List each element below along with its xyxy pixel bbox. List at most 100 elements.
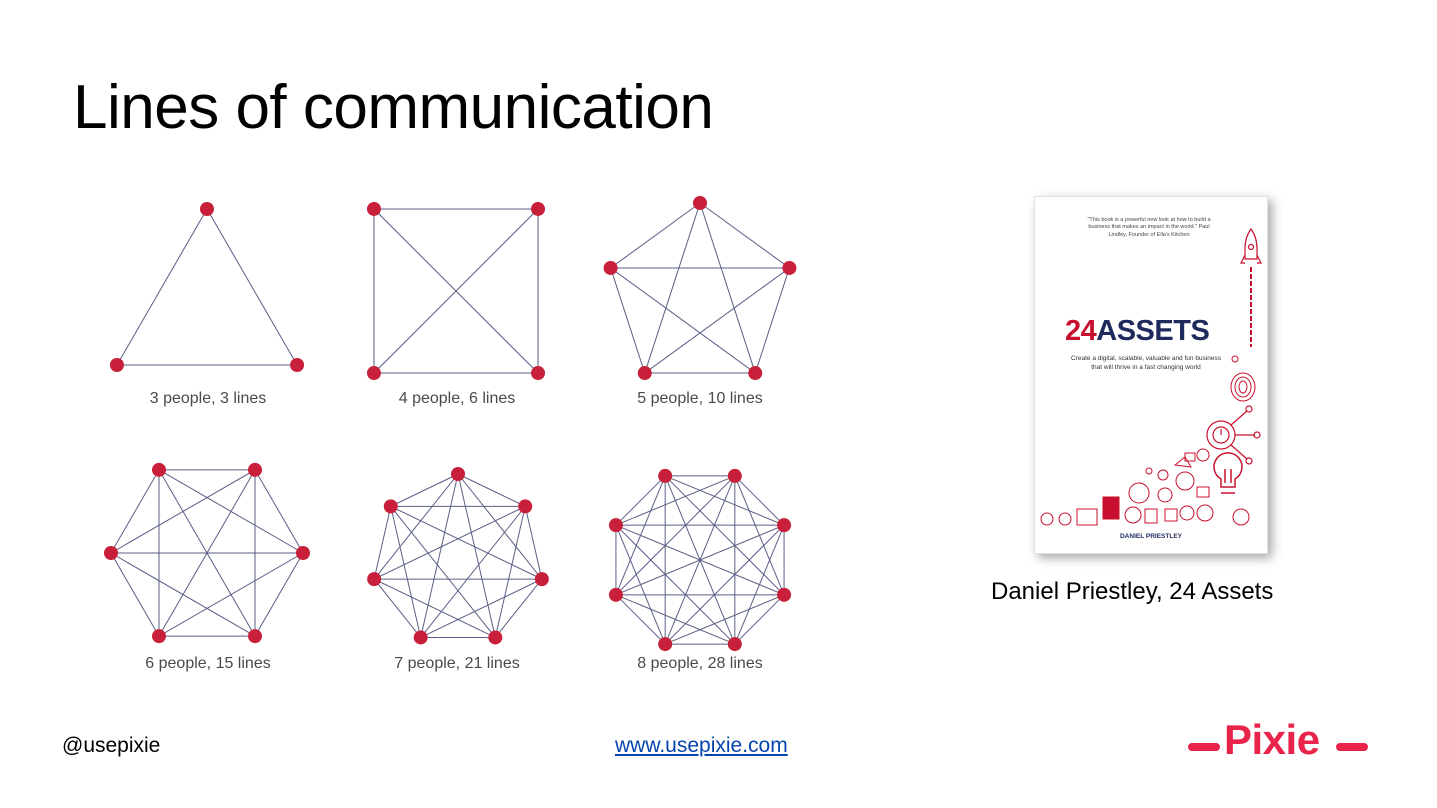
communication-line — [373, 578, 496, 638]
fingerprint-icon — [1230, 372, 1256, 402]
person-node — [366, 366, 381, 381]
person-node — [777, 518, 792, 533]
rocket-icon — [1240, 227, 1262, 264]
communication-line — [206, 208, 298, 366]
communication-line — [664, 475, 785, 596]
slide-title: Lines of communication — [73, 73, 714, 142]
person-node — [658, 637, 673, 652]
book-illustration — [1040, 227, 1262, 526]
communication-line — [615, 475, 736, 526]
communication-line — [457, 473, 526, 507]
diagram-caption: 7 people, 21 lines — [394, 655, 520, 672]
person-node — [782, 260, 797, 275]
communication-line — [615, 475, 736, 596]
person-node — [693, 196, 707, 210]
communication-line — [420, 473, 459, 638]
communication-line — [420, 578, 543, 638]
person-node — [451, 467, 465, 481]
diagram-3-people: 3 people, 3 lines — [103, 197, 313, 447]
complete-graph-8 — [608, 468, 792, 652]
person-node — [248, 462, 262, 477]
person-node — [518, 499, 533, 514]
book-cover: "This book is a powerful new look at how… — [1034, 196, 1268, 554]
communication-line — [373, 505, 526, 580]
communication-line — [390, 506, 422, 638]
communication-line — [494, 506, 526, 638]
person-node — [637, 366, 652, 381]
person-node — [777, 587, 792, 602]
person-node — [383, 499, 398, 514]
lightbulb-icon — [1213, 452, 1243, 494]
person-node — [531, 366, 546, 381]
communication-line — [110, 552, 256, 637]
communication-line — [699, 202, 790, 269]
communication-line — [610, 202, 701, 269]
communication-line — [734, 594, 785, 645]
person-node — [608, 518, 623, 533]
website-link[interactable]: www.usepixie.com — [615, 734, 788, 757]
person-node — [290, 358, 305, 372]
complete-graph-3 — [109, 202, 305, 372]
diagram-caption: 4 people, 6 lines — [398, 390, 516, 407]
communication-line — [615, 524, 736, 645]
person-node — [603, 260, 618, 275]
communication-line — [754, 267, 790, 374]
communication-line — [110, 469, 160, 554]
communication-line — [373, 473, 459, 580]
communication-line — [664, 524, 785, 645]
communication-line — [390, 505, 543, 580]
communication-line — [390, 506, 496, 638]
communication-line — [254, 552, 304, 637]
communication-line — [110, 552, 160, 637]
asset-icons — [1040, 355, 1250, 526]
person-node — [104, 546, 118, 560]
complete-graph-4 — [366, 201, 546, 381]
communication-line — [615, 524, 785, 596]
power-hub-icon — [1206, 405, 1261, 465]
communication-line — [734, 475, 785, 526]
communication-line — [644, 202, 701, 374]
book-title-number: 24 — [1065, 315, 1097, 347]
logo-text: Pixie — [1224, 716, 1320, 763]
communication-line — [610, 267, 756, 374]
communication-line — [373, 578, 422, 638]
person-node — [658, 468, 673, 483]
person-node — [534, 572, 549, 587]
communication-line — [699, 202, 756, 374]
diagram-caption: 3 people, 3 lines — [149, 390, 267, 407]
diagram-caption: 6 people, 15 lines — [145, 655, 271, 672]
diagram-4-people: 4 people, 6 lines — [352, 197, 562, 447]
person-node — [152, 629, 166, 644]
book-quote: "This book is a powerful new look at how… — [1087, 217, 1211, 238]
communication-line — [664, 594, 785, 645]
communication-line — [524, 506, 543, 580]
book-caption: Daniel Priestley, 24 Assets — [991, 578, 1274, 605]
person-node — [531, 201, 546, 216]
communication-line — [254, 469, 304, 554]
book-author: DANIEL PRIESTLEY — [1119, 533, 1182, 540]
communication-line — [615, 594, 666, 645]
person-node — [296, 546, 310, 560]
book-title: 24ASSETS — [1065, 315, 1210, 348]
person-node — [152, 462, 166, 477]
communication-line — [457, 473, 496, 638]
person-node — [488, 630, 503, 645]
communication-line — [373, 506, 392, 580]
person-node — [727, 468, 742, 483]
person-node — [748, 366, 763, 381]
complete-graph-6 — [104, 462, 310, 644]
person-node — [366, 201, 381, 216]
diagram-6-people: 6 people, 15 lines — [103, 460, 313, 710]
communication-line — [644, 267, 790, 374]
communication-line — [420, 506, 526, 638]
communication-line — [110, 469, 256, 554]
complete-graph-7 — [367, 467, 549, 645]
book-title-word: ASSETS — [1096, 315, 1210, 347]
communication-line — [158, 552, 304, 637]
diagram-7-people: 7 people, 21 lines — [352, 460, 562, 710]
communication-line — [494, 578, 543, 638]
person-node — [200, 202, 214, 216]
person-node — [413, 630, 428, 645]
person-node — [367, 572, 382, 587]
communication-line — [610, 267, 646, 374]
